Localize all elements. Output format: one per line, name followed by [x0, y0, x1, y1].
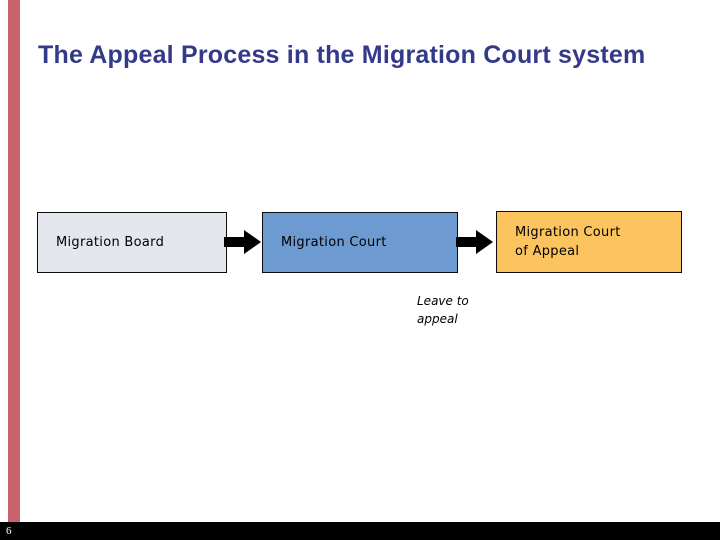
flow-node-migration-court[interactable]: Migration Court [262, 212, 458, 273]
annotation-leave-to-appeal: Leave to appeal [417, 294, 469, 326]
arrow-board-to-court-icon [224, 229, 262, 255]
flow-node-migration-court-of-appeal[interactable]: Migration Court of Appeal [496, 211, 682, 273]
flow-node-label: Migration Court [281, 235, 387, 250]
page-title: The Appeal Process in the Migration Cour… [38, 40, 646, 69]
flow-node-label: Migration Board [56, 235, 165, 250]
flow-node-label: Migration Court of Appeal [515, 225, 621, 259]
footer-bar [0, 522, 720, 540]
accent-stripe-left [8, 0, 20, 522]
flow-node-migration-board[interactable]: Migration Board [37, 212, 227, 273]
arrow-court-to-appeal-icon [456, 229, 494, 255]
page-number: 6 [6, 525, 12, 537]
